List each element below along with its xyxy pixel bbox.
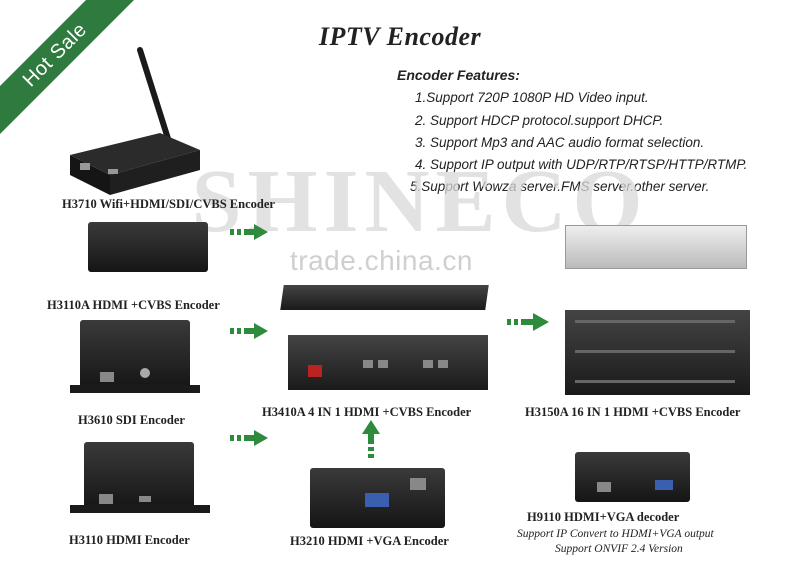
feature-item: 4. Support IP output with UDP/RTP/RTSP/H… [415,157,748,172]
feature-item: 5.Support Wowza server.FMS server.other … [410,179,710,194]
arrow-right-icon [230,323,268,339]
arrow-right-icon [507,313,549,331]
h3610-mount-plate [70,385,200,393]
arrow-right-icon [230,430,268,446]
feature-item: 3. Support Mp3 and AAC audio format sele… [415,135,705,150]
h3210-device-image [310,468,445,528]
site-watermark: trade.china.cn [290,245,473,276]
features-heading: Encoder Features: [397,67,520,83]
h3710-label: H3710 Wifi+HDMI/SDI/CVBS Encoder [62,197,275,211]
h3610-label: H3610 SDI Encoder [78,413,185,427]
h3110a-device-image [88,222,208,272]
page-title: IPTV Encoder [318,22,482,51]
h3110-label: H3110 HDMI Encoder [69,533,190,547]
h3410a-top-unit-image [280,285,489,310]
h3410a-label: H3410A 4 IN 1 HDMI +CVBS Encoder [262,405,472,419]
h3150a-device-image [565,310,750,395]
feature-item: 2. Support HDCP protocol.support DHCP. [415,113,664,128]
h9110-sub-2: Support ONVIF 2.4 Version [555,543,683,555]
h3710-device-image [70,47,200,195]
h3610-device-image [80,320,190,390]
h9110-device-image [575,452,690,502]
h3110a-label: H3110A HDMI +CVBS Encoder [47,298,220,312]
h3150a-top-image [565,225,747,269]
feature-item: 1.Support 720P 1080P HD Video input. [415,90,649,105]
h3110-device-image [84,442,194,510]
arrow-right-icon [230,224,268,240]
h3150a-label: H3150A 16 IN 1 HDMI +CVBS Encoder [525,405,741,419]
h3210-label: H3210 HDMI +VGA Encoder [290,534,449,548]
arrow-up-icon [362,420,380,458]
h3110-mount-plate [70,505,210,513]
h9110-label: H9110 HDMI+VGA decoder [527,510,680,524]
h9110-sub-1: Support IP Convert to HDMI+VGA output [517,528,714,540]
h3410a-device-image [288,335,488,390]
